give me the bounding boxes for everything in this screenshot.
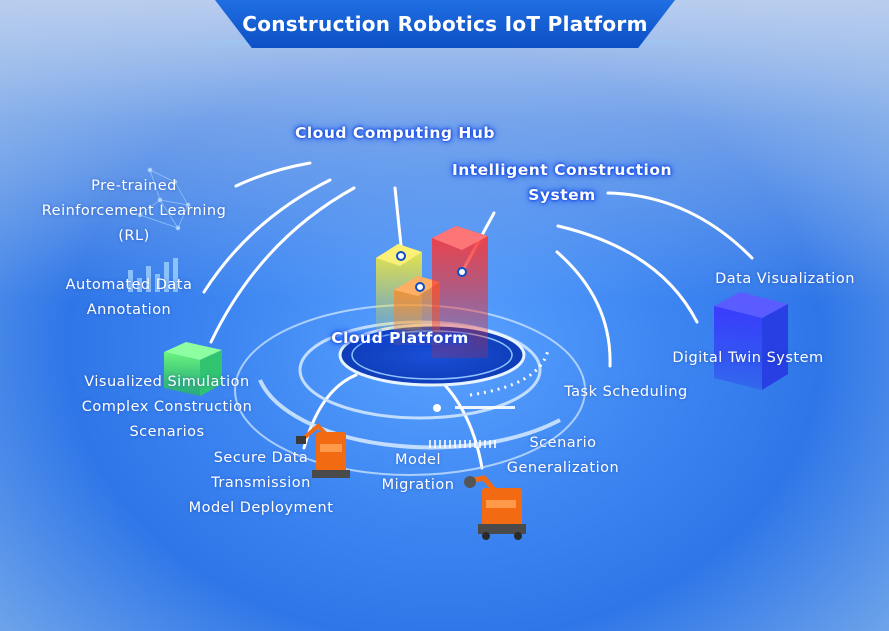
label-visualized-simulation: Visualized Simulation Complex Constructi…	[81, 374, 253, 440]
label-automated-data-annotation: Automated Data Annotation	[65, 277, 193, 318]
green-cube-icon	[164, 342, 222, 396]
label-cloud-computing-hub: Cloud Computing Hub	[294, 124, 496, 142]
label-task-scheduling: Task Scheduling	[564, 384, 688, 400]
label-digital-twin-system: Digital Twin System	[672, 350, 824, 366]
page-title: Construction Robotics IoT Platform	[242, 12, 648, 36]
label-scenario-generalization: Scenario Generalization	[506, 435, 620, 476]
label-secure-data-transmission: Secure Data Transmission Model Deploymen…	[188, 450, 334, 516]
label-intelligent-construction-system: Intelligent Construction System	[451, 161, 673, 204]
neural-network-icon	[137, 167, 191, 231]
construction-robot-icon	[464, 475, 526, 540]
blue-cube-icon	[714, 292, 788, 390]
label-cloud-platform: Cloud Platform	[331, 329, 469, 347]
label-pretrained-rl: Pre-trained Reinforcement Learning (RL)	[41, 178, 227, 244]
label-model-migration: Model Migration	[381, 452, 455, 493]
label-data-visualization: Data Visualization	[715, 271, 855, 287]
title-banner: Construction Robotics IoT Platform	[215, 0, 675, 48]
bar-chart-icon	[128, 258, 178, 292]
construction-robot-icon	[296, 423, 350, 478]
bar-chart-3d-icon	[376, 226, 488, 358]
